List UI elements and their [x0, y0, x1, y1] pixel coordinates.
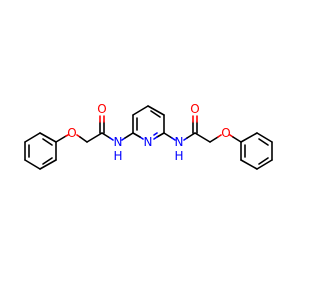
bond	[217, 134, 222, 138]
amide-hydrogen-left-label: H	[113, 149, 122, 163]
amide-nitrogen-left-label: N	[114, 135, 123, 149]
right-phenyl-ring	[240, 132, 273, 170]
double-bond-inner	[153, 132, 158, 136]
bond	[209, 136, 219, 143]
bond	[132, 105, 149, 116]
bond	[55, 135, 67, 143]
left-chain	[55, 115, 134, 143]
bond	[39, 159, 57, 170]
bond	[256, 132, 273, 143]
bond	[79, 136, 88, 143]
carbonyl-oxygen-left-label: O	[97, 102, 106, 116]
amide-nitrogen-right-label: N	[175, 135, 184, 149]
bond	[65, 134, 69, 137]
amide-hydrogen-right-label: H	[174, 149, 183, 163]
ether-oxygen-right-label: O	[221, 126, 230, 140]
pyridine-ring	[132, 105, 165, 140]
bond	[156, 132, 165, 138]
bond	[124, 132, 134, 139]
bond	[240, 132, 258, 143]
bond	[24, 132, 41, 143]
ether-oxygen-left-label: O	[67, 126, 76, 140]
bond	[194, 132, 211, 143]
bond	[240, 159, 258, 170]
bond	[232, 136, 242, 143]
carbonyl-oxygen-right-label: O	[190, 102, 199, 116]
left-phenyl-ring	[24, 132, 57, 170]
bond	[132, 132, 141, 138]
bond	[101, 132, 111, 139]
bond	[147, 105, 165, 116]
double-bond-inner	[258, 157, 269, 165]
bond	[171, 137, 176, 141]
pyridine-nitrogen-label: N	[144, 135, 153, 149]
bond	[153, 136, 158, 140]
bond	[109, 137, 114, 141]
right-chain	[163, 115, 242, 143]
bond	[39, 132, 57, 143]
bond	[86, 132, 103, 143]
bond	[163, 132, 173, 139]
bond	[256, 159, 273, 170]
bond	[24, 159, 41, 170]
bond	[186, 132, 196, 139]
double-bond-inner	[258, 138, 269, 146]
molecule-structure: O O N H N N H O O	[24, 102, 273, 170]
double-bond-inner	[42, 157, 53, 165]
double-bond-inner	[42, 138, 53, 146]
double-bond-inner	[150, 110, 161, 118]
